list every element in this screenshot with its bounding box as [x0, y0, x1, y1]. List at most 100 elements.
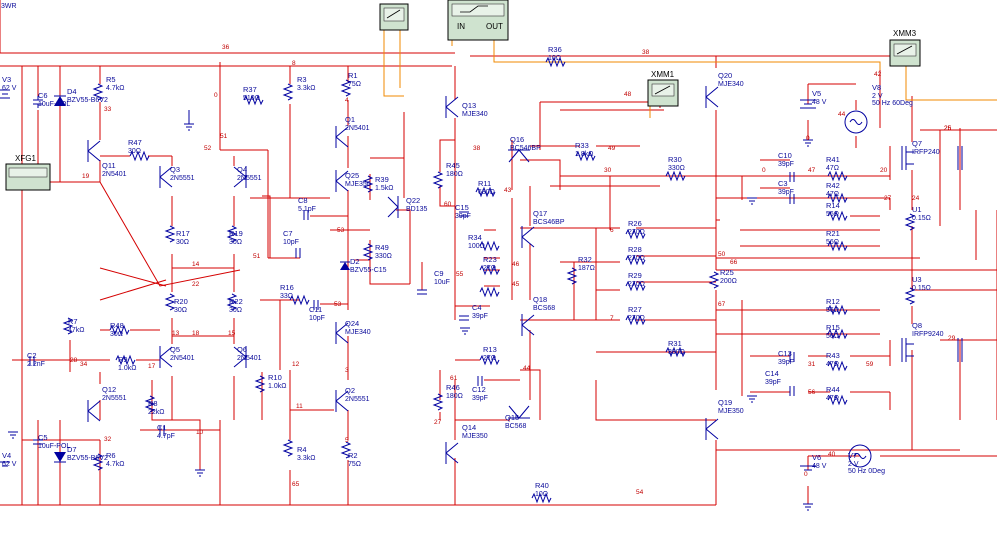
- component-ref-r46[interactable]: R46: [446, 383, 460, 392]
- component-ref-r34[interactable]: R34: [468, 233, 482, 242]
- component-ref-d7[interactable]: D7: [67, 445, 77, 454]
- component-ref-q15[interactable]: Q15: [505, 413, 519, 422]
- component-ref-r42[interactable]: R42: [826, 181, 840, 190]
- component-ref-v5[interactable]: V5: [812, 89, 821, 98]
- component-ref-q11[interactable]: Q11: [102, 161, 116, 170]
- component-ref-q13[interactable]: Q13: [462, 101, 476, 110]
- component-ref-u3[interactable]: U3: [912, 275, 922, 284]
- component-ref-q2[interactable]: Q2: [345, 386, 355, 395]
- component-ref-r17[interactable]: R17: [176, 229, 190, 238]
- component-ref-v6[interactable]: V6: [812, 453, 821, 462]
- net-label: 4: [345, 97, 349, 104]
- component-ref-q17[interactable]: Q17: [533, 209, 547, 218]
- net-label: 27: [434, 419, 442, 426]
- component-ref-q3[interactable]: Q3: [170, 165, 180, 174]
- component-ref-c13[interactable]: C13: [778, 349, 792, 358]
- component-ref-r26[interactable]: R26: [628, 219, 642, 228]
- component-ref-r44[interactable]: R44: [826, 385, 840, 394]
- component-ref-q4[interactable]: Q4: [237, 165, 247, 174]
- component-ref-q24[interactable]: Q24: [345, 319, 359, 328]
- component-ref-q18[interactable]: Q18: [533, 295, 547, 304]
- component-ref-r43[interactable]: R43: [826, 351, 840, 360]
- component-ref-q1[interactable]: Q1: [345, 115, 355, 124]
- component-ref-r14[interactable]: R14: [826, 201, 840, 210]
- component-ref-r31[interactable]: R31: [668, 339, 682, 348]
- component-ref-r30[interactable]: R30: [668, 155, 682, 164]
- component-ref-r9[interactable]: R9: [118, 355, 128, 364]
- component-ref-r45[interactable]: R45: [446, 161, 460, 170]
- component-ref-r23[interactable]: R23: [483, 255, 497, 264]
- component-ref-r37[interactable]: R37: [243, 85, 257, 94]
- instrument-xfg1[interactable]: XFG1: [5, 154, 51, 191]
- component-ref-c2[interactable]: C2: [27, 351, 37, 360]
- component-ref-q5[interactable]: Q5: [170, 345, 180, 354]
- component-value-r42: 47Ω: [826, 191, 839, 198]
- component-ref-r7[interactable]: R7: [68, 317, 78, 326]
- instrument-function-generator[interactable]: IN OUT: [447, 0, 509, 41]
- component-ref-r33[interactable]: R33: [575, 141, 589, 150]
- component-ref-q6[interactable]: Q6: [237, 345, 247, 354]
- component-ref-q22[interactable]: Q22: [406, 196, 420, 205]
- component-ref-q14[interactable]: Q14: [462, 423, 476, 432]
- component-ref-r16[interactable]: R16: [280, 283, 294, 292]
- component-ref-v8[interactable]: V8: [872, 83, 881, 92]
- component-ref-r32[interactable]: R32: [578, 255, 592, 264]
- component-ref-r29[interactable]: R29: [628, 271, 642, 280]
- component-ref-r1[interactable]: R1: [348, 71, 358, 80]
- component-ref-r22[interactable]: R22: [229, 297, 243, 306]
- component-ref-r39[interactable]: R39: [375, 175, 389, 184]
- component-ref-q8[interactable]: Q8: [912, 321, 922, 330]
- component-ref-r28[interactable]: R28: [628, 245, 642, 254]
- component-ref-c7[interactable]: C7: [283, 229, 293, 238]
- component-ref-r11[interactable]: R11: [478, 179, 491, 188]
- component-ref-q20[interactable]: Q20: [718, 71, 732, 80]
- component-ref-q19[interactable]: Q19: [718, 398, 732, 407]
- component-ref-v7[interactable]: V7: [848, 451, 857, 460]
- component-ref-c6[interactable]: C6: [38, 91, 48, 100]
- component-ref-r40[interactable]: R40: [535, 481, 549, 490]
- component-ref-r6[interactable]: R6: [106, 451, 116, 460]
- component-ref-r13[interactable]: R13: [483, 345, 497, 354]
- component-ref-r36[interactable]: R36: [548, 45, 562, 54]
- instrument-xmm1[interactable]: XMM1: [647, 70, 679, 107]
- component-ref-d4[interactable]: D4: [67, 87, 77, 96]
- component-ref-q16[interactable]: Q16: [510, 135, 524, 144]
- component-ref-r8[interactable]: R8: [148, 399, 158, 408]
- component-ref-c11[interactable]: C11: [309, 305, 322, 314]
- component-ref-r47[interactable]: R47: [128, 138, 142, 147]
- component-ref-c3[interactable]: C3: [778, 179, 788, 188]
- component-ref-c15[interactable]: C15: [455, 203, 469, 212]
- component-ref-r27[interactable]: R27: [628, 305, 642, 314]
- component-ref-r20[interactable]: R20: [174, 297, 188, 306]
- component-ref-r41[interactable]: R41: [826, 155, 840, 164]
- component-ref-u1[interactable]: U1: [912, 205, 922, 214]
- component-ref-r12[interactable]: R12: [826, 297, 840, 306]
- component-ref-c12[interactable]: C12: [472, 385, 486, 394]
- component-ref-r3[interactable]: R3: [297, 75, 307, 84]
- component-ref-c9[interactable]: C9: [434, 269, 444, 278]
- component-ref-q7[interactable]: Q7: [912, 139, 922, 148]
- component-ref-v4[interactable]: V4: [2, 451, 11, 460]
- component-ref-q12[interactable]: Q12: [102, 385, 116, 394]
- component-ref-d2[interactable]: D2: [350, 257, 360, 266]
- component-ref-r2[interactable]: R2: [348, 451, 358, 460]
- component-ref-r21[interactable]: R21: [826, 229, 840, 238]
- component-ref-c14[interactable]: C14: [765, 369, 779, 378]
- component-ref-r19[interactable]: R19: [229, 229, 243, 238]
- component-ref-c8[interactable]: C8: [298, 196, 308, 205]
- component-ref-r4[interactable]: R4: [297, 445, 307, 454]
- component-ref-c5[interactable]: C5: [38, 433, 48, 442]
- component-ref-v3[interactable]: V3: [2, 75, 11, 84]
- component-ref-r49[interactable]: R49: [375, 243, 389, 252]
- component-ref-q25[interactable]: Q25: [345, 171, 359, 180]
- instrument-xmm3[interactable]: XMM3: [889, 29, 921, 67]
- component-ref-c1[interactable]: C1: [157, 423, 167, 432]
- instrument-xmm2[interactable]: [379, 3, 409, 31]
- component-ref-r25[interactable]: R25: [720, 268, 734, 277]
- component-ref-r10[interactable]: R10: [268, 373, 282, 382]
- component-ref-c10[interactable]: C10: [778, 151, 792, 160]
- component-ref-r15[interactable]: R15: [826, 323, 840, 332]
- component-ref-r5[interactable]: R5: [106, 75, 116, 84]
- component-ref-c4[interactable]: C4: [472, 303, 482, 312]
- component-ref-r48[interactable]: R48: [110, 321, 124, 330]
